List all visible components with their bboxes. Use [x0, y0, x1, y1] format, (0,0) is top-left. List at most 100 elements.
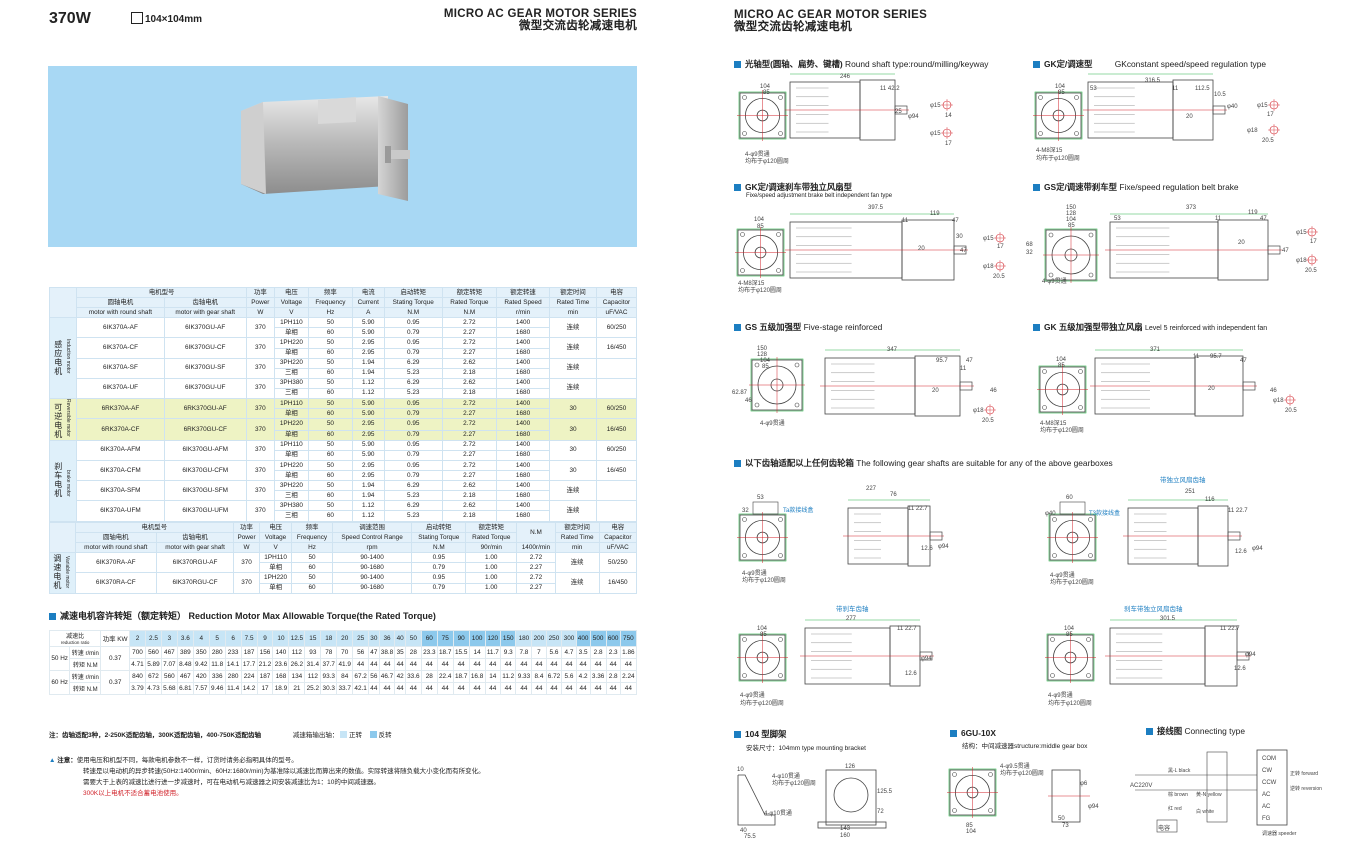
value-cell: 44: [515, 682, 533, 695]
dimension-label: 119: [1248, 210, 1258, 216]
ratio-cell: 400: [575, 630, 591, 647]
gs-brake-hole: [778, 673, 783, 678]
ratio-cell: 750: [619, 630, 638, 647]
group-cn: 调速电机: [53, 554, 62, 591]
power: 370: [245, 398, 275, 420]
sec-gs5-cn: GS 五级加强型: [745, 322, 802, 332]
midgear-hole: [952, 808, 957, 813]
dimension-label: φ15: [1257, 103, 1268, 109]
dimension-label: AC: [1262, 792, 1271, 798]
ratio-cell: 250: [545, 630, 563, 647]
dimension-label: 47: [1240, 358, 1247, 364]
gk-hole: [1074, 131, 1079, 136]
group-head: [48, 286, 78, 319]
terminal-box: [752, 501, 779, 515]
dimension-label: 20.5: [1305, 268, 1317, 274]
gkb-hole: [740, 232, 745, 237]
dimension-label: 17: [1267, 112, 1274, 118]
gk-shaft-end: [1212, 105, 1226, 115]
torque-title-en: Reduction Motor Max Allowable Torque(the…: [188, 611, 436, 621]
series-en-right: MICRO AC GEAR MOTOR SERIES: [734, 9, 928, 21]
bullet-icon: [49, 613, 56, 620]
gkb-hole: [740, 268, 745, 273]
power-title: 370W: [49, 10, 91, 27]
gs5-hole: [794, 402, 800, 408]
gkb-shaft-end: [953, 245, 967, 255]
gs-ta-hole: [778, 517, 783, 522]
dimension-label: 14: [945, 113, 952, 119]
dimension-label: 棕 brown: [1168, 791, 1188, 798]
rated-time: 30: [549, 398, 597, 420]
dimension-label: φ40: [1227, 104, 1238, 110]
group-en: Variable motor: [64, 556, 71, 589]
cell: 2.18: [441, 510, 498, 522]
gs-ta-hole: [742, 517, 747, 522]
dimension-label: 104: [760, 358, 771, 364]
dimension-label: φ94: [1252, 546, 1263, 552]
value-cell: 44: [394, 682, 406, 695]
dimension-label: 20: [1238, 240, 1245, 246]
motor-box: [1206, 751, 1228, 823]
value-cell: 44: [531, 682, 547, 695]
dimension-label: φ18: [973, 408, 984, 414]
sec-round-cn: 光轴型(圆轴、扁势、键槽): [745, 59, 843, 69]
gsb-shaft-end: [1267, 245, 1281, 255]
dimension-label: 11 22.7: [897, 626, 917, 632]
dimension-label: φ6: [1080, 781, 1088, 787]
dimension-label: 75.5: [744, 834, 756, 840]
gs-bfan-shaft-end: [1236, 651, 1250, 661]
dimension-label: 104: [1056, 357, 1067, 363]
power-label: 功率 KW: [100, 630, 131, 647]
sec-gs5-en: Five-stage reinforced: [803, 322, 883, 332]
dimension-label: 85: [1058, 363, 1065, 369]
dimension-label: 11 22.7: [908, 506, 928, 512]
value-cell: 17: [256, 682, 274, 695]
dimension-label: 20.5: [1285, 408, 1297, 414]
model-gear: 6IK370RGU-CF: [155, 572, 235, 594]
dimension-label: φ94: [1245, 652, 1256, 658]
gs-bfan-hole: [1086, 637, 1091, 642]
group-label: 调速电机 Variable motor: [49, 552, 76, 594]
dimension-label: 53: [1114, 216, 1121, 222]
dimension-label: 11 22.7: [1220, 626, 1240, 632]
bullet-icon: [1033, 324, 1040, 331]
sec-gs5: GS 五级加强型 Five-stage reinforced: [734, 321, 882, 333]
cell: 2.27: [516, 582, 556, 594]
notes: ▲ 注意：使用电压和机型不同，每款电机参数不一样，订货时请务必指明具体的型号。 …: [49, 755, 637, 799]
dimension-label: 4-φ10贯通: [772, 772, 800, 780]
dimension-label: 85: [1068, 223, 1075, 229]
rated-time: 连续: [554, 572, 600, 594]
bracket-front: [825, 769, 877, 826]
dimension-label: 黑-L black: [1168, 768, 1191, 774]
ratio-cell: 100: [468, 630, 486, 647]
dimension-label: 46: [745, 398, 752, 404]
dimension-label: φ94: [938, 544, 949, 550]
value-cell: 44: [589, 682, 607, 695]
midgear-hole: [952, 772, 957, 777]
dimension-label: φ15: [930, 103, 941, 109]
dimension-label: 4-φ9贯通: [742, 569, 767, 577]
forward-swatch: [340, 731, 348, 738]
dimension-label: 46: [1270, 388, 1277, 394]
dimension-label: 11: [1172, 86, 1179, 92]
dimension-label: 20: [1208, 386, 1215, 392]
dimension-label: 均布于φ120圆周: [1050, 578, 1094, 586]
dimension-label: 50: [1058, 816, 1065, 822]
gs5-hole: [754, 362, 760, 368]
label-brake-fan-shaft: 刹车带独立风扇齿轴: [1124, 606, 1183, 613]
bracket-base: [817, 821, 887, 829]
dimension-label: 371: [1150, 347, 1161, 353]
dimension-label: 76: [890, 492, 897, 498]
dimension-label: 104: [757, 626, 768, 632]
ratio-cell: 60: [420, 630, 438, 647]
model-round: 6IK370A-UFM: [76, 500, 165, 522]
dimension-label: 47: [1260, 216, 1267, 222]
